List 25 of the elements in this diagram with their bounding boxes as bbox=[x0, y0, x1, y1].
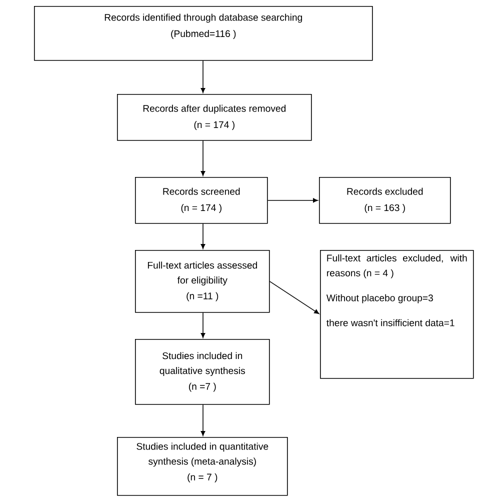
box-text: (n =7 ) bbox=[188, 382, 216, 392]
box-text: (n = 174 ) bbox=[181, 204, 222, 213]
box-text: there wasn't insifficient data=1 bbox=[326, 319, 454, 326]
flow-box bbox=[117, 437, 288, 496]
box-heading: Records excluded bbox=[347, 188, 423, 195]
flow-box bbox=[135, 339, 270, 405]
flow-box bbox=[135, 177, 268, 224]
box-heading: Full-text articles assessed for eligibility bbox=[148, 262, 257, 286]
flow-box bbox=[319, 177, 451, 224]
box-heading: Full-text articles excluded, with reasons (n = 4 ) bbox=[327, 254, 467, 278]
flow-box bbox=[320, 250, 474, 379]
flow-box bbox=[117, 94, 312, 141]
box-heading: Records after duplicates removed bbox=[143, 104, 286, 114]
box-text: (n = 174 ) bbox=[194, 121, 234, 130]
flow-box bbox=[135, 250, 270, 313]
box-heading: Records identified through database searching bbox=[104, 14, 302, 23]
box-text: (n = 7 ) bbox=[188, 473, 218, 482]
box-text: (Pubmed=116 ) bbox=[171, 30, 236, 39]
flow-box bbox=[34, 6, 373, 61]
box-text: (n =11 ) bbox=[186, 292, 218, 302]
box-heading: Studies included in qualitative synthesis bbox=[160, 352, 245, 376]
box-heading: Records screened bbox=[163, 188, 240, 195]
box-text: Without placebo group=3 bbox=[326, 294, 433, 304]
box-text: (n = 163 ) bbox=[364, 204, 405, 213]
box-heading: Studies included in quantitative synthesis (meta-analysis) bbox=[136, 442, 268, 467]
